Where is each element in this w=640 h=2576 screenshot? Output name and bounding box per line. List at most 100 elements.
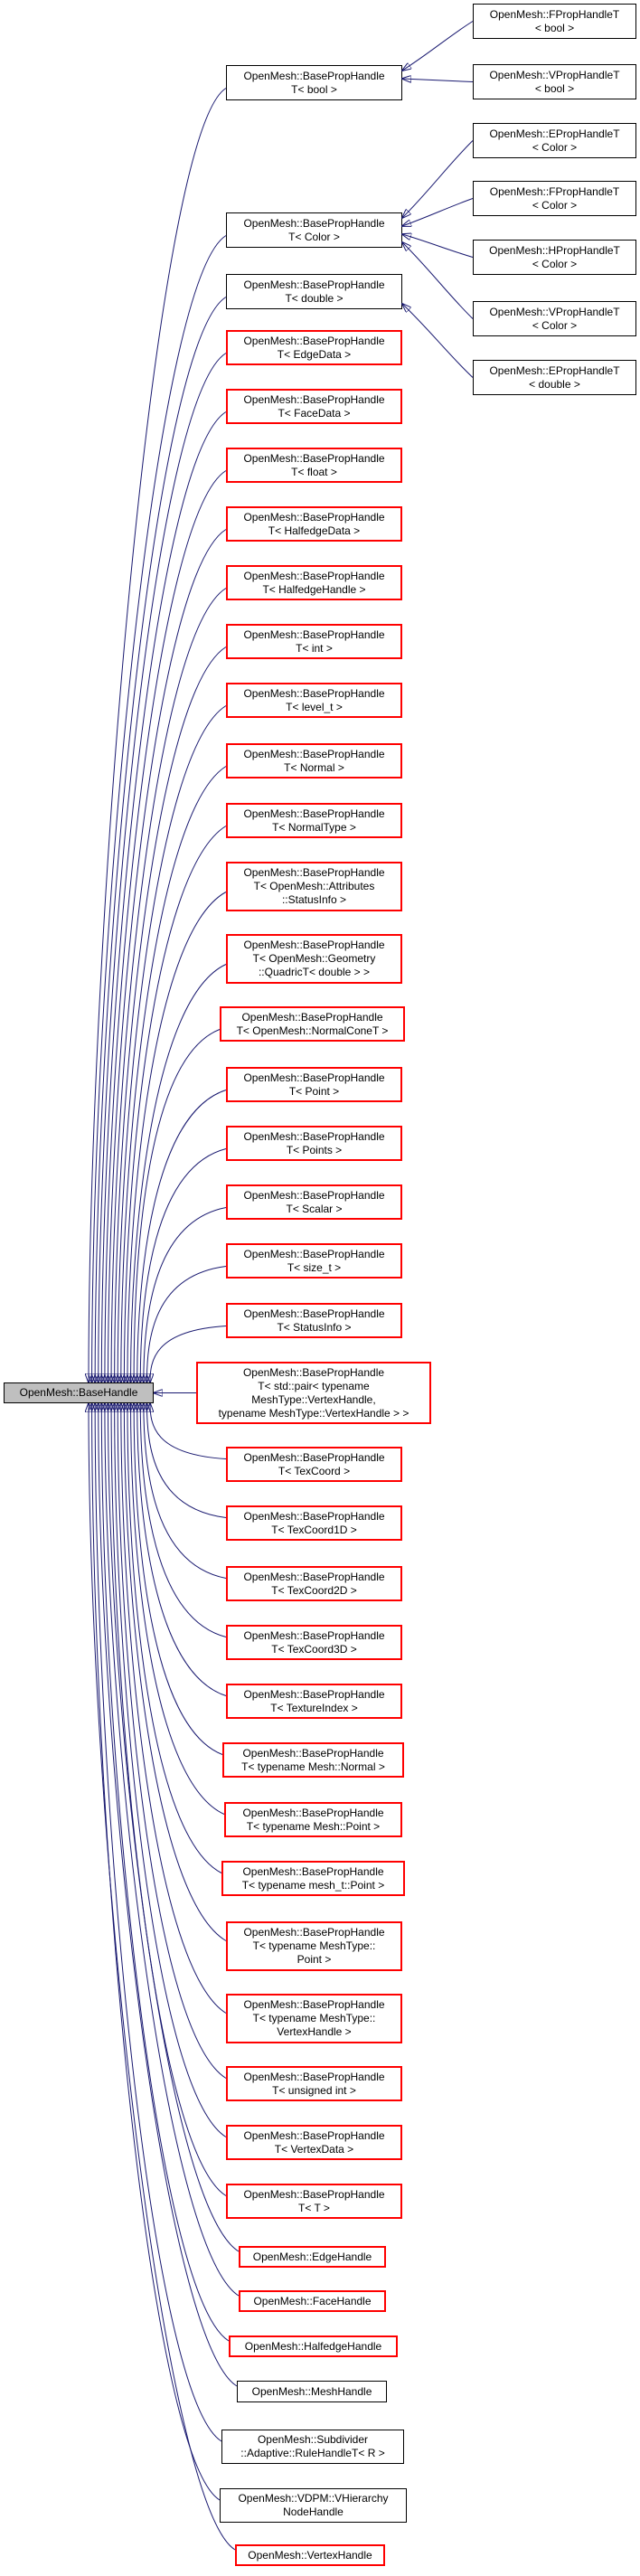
- edge-vprop-bool-to-prop-bool: [402, 79, 474, 82]
- node-edgehandle[interactable]: OpenMesh::EdgeHandle: [239, 2246, 386, 2268]
- node-label-line: OpenMesh::BasePropHandle: [243, 747, 385, 760]
- edge-prop-texcoord3d-to-base: [140, 1403, 227, 1637]
- edge-prop-mesh-point-to-base: [131, 1403, 225, 1815]
- node-label-line: OpenMesh::FPropHandleT: [489, 7, 620, 21]
- node-label-line: T< typename mesh_t::Point >: [241, 1878, 385, 1892]
- node-label-line: OpenMesh::FaceHandle: [253, 2294, 372, 2307]
- node-label-line: T< HalfedgeHandle >: [262, 582, 366, 596]
- node-label-line: OpenMesh::BasePropHandle: [243, 2070, 385, 2083]
- node-label-line: T< StatusInfo >: [277, 1320, 352, 1334]
- node-label-line: VertexHandle >: [277, 2025, 352, 2038]
- node-label-line: < Color >: [532, 140, 578, 154]
- node-label-line: OpenMesh::BasePropHandle: [243, 392, 385, 406]
- node-halfedgehandle[interactable]: OpenMesh::HalfedgeHandle: [229, 2335, 398, 2357]
- node-label-line: T< level_t >: [286, 700, 343, 713]
- node-label-line: OpenMesh::BasePropHandle: [243, 1188, 385, 1202]
- node-label-line: OpenMesh::BasePropHandle: [243, 807, 385, 820]
- edge-prop-normalconet-to-base: [134, 1029, 221, 1383]
- node-label-line: OpenMesh::BasePropHandle: [242, 1746, 384, 1760]
- edge-prop-int-to-base: [115, 646, 227, 1383]
- node-label-line: T< VertexData >: [274, 2142, 354, 2156]
- edge-halfedgehandle-to-base: [101, 1403, 230, 2342]
- node-label-line: MeshType::VertexHandle,: [251, 1392, 376, 1406]
- node-label-line: ::QuadricT< double > >: [258, 966, 371, 978]
- node-label-line: OpenMesh::VDPM::VHierarchy: [238, 2492, 389, 2505]
- node-vertexhandle[interactable]: OpenMesh::VertexHandle: [235, 2544, 385, 2566]
- node-hprop-color[interactable]: OpenMesh::HPropHandleT< Color >: [473, 240, 636, 275]
- node-label-line: T< TexCoord >: [278, 1464, 351, 1477]
- node-facehandle[interactable]: OpenMesh::FaceHandle: [239, 2290, 386, 2312]
- node-label-line: T< float >: [291, 465, 337, 478]
- edge-prop-mesh-t-point-to-base: [127, 1403, 222, 1873]
- node-label-line: < Color >: [532, 318, 578, 332]
- edge-prop-unsigned-int-to-base: [118, 1403, 227, 2079]
- node-label-line: T< typename Mesh::Normal >: [241, 1760, 385, 1773]
- node-label-line: typename MeshType::VertexHandle > >: [218, 1406, 409, 1420]
- node-rulehandlet[interactable]: OpenMesh::Subdivider::Adaptive::RuleHand…: [221, 2430, 404, 2464]
- edge-prop-t-to-base: [111, 1403, 227, 2196]
- edge-eprop-double-to-prop-double: [402, 304, 474, 378]
- node-label-line: ::StatusInfo >: [281, 893, 347, 906]
- node-label-line: < bool >: [534, 21, 575, 34]
- node-vprop-color[interactable]: OpenMesh::VPropHandleT< Color >: [473, 301, 636, 336]
- node-label-line: OpenMesh::BasePropHandle: [241, 1010, 383, 1024]
- node-meshhandle[interactable]: OpenMesh::MeshHandle: [237, 2381, 387, 2402]
- edge-prop-color-to-base: [92, 235, 227, 1383]
- node-fprop-bool[interactable]: OpenMesh::FPropHandleT< bool >: [473, 4, 636, 39]
- node-eprop-double[interactable]: OpenMesh::EPropHandleT< double >: [473, 360, 636, 395]
- edge-meshhandle-to-base: [99, 1403, 238, 2387]
- edge-prop-texcoord2d-to-base: [144, 1403, 227, 1579]
- node-label-line: OpenMesh::MeshHandle: [251, 2384, 372, 2398]
- node-fprop-color[interactable]: OpenMesh::FPropHandleT< Color >: [473, 181, 636, 216]
- node-label-line: OpenMesh::VPropHandleT: [489, 68, 620, 81]
- edge-prop-normaltype-to-base: [124, 826, 227, 1383]
- node-label-line: OpenMesh::BasePropHandle: [243, 1687, 385, 1701]
- node-label-line: OpenMesh::BasePropHandle: [243, 939, 385, 951]
- node-label-line: T< Points >: [286, 1143, 343, 1156]
- node-label-line: OpenMesh::HPropHandleT: [489, 243, 620, 257]
- node-eprop-color[interactable]: OpenMesh::EPropHandleT< Color >: [473, 123, 636, 158]
- node-label-line: ::Adaptive::RuleHandleT< R >: [240, 2447, 385, 2459]
- node-vprop-bool[interactable]: OpenMesh::VPropHandleT< bool >: [473, 64, 636, 99]
- edge-eprop-color-to-prop-color: [402, 140, 474, 219]
- node-label-line: T< TexCoord2D >: [271, 1583, 357, 1597]
- node-label-line: OpenMesh::HalfedgeHandle: [244, 2339, 382, 2353]
- node-label-line: OpenMesh::VPropHandleT: [489, 305, 620, 318]
- node-label-line: T< Color >: [288, 230, 340, 243]
